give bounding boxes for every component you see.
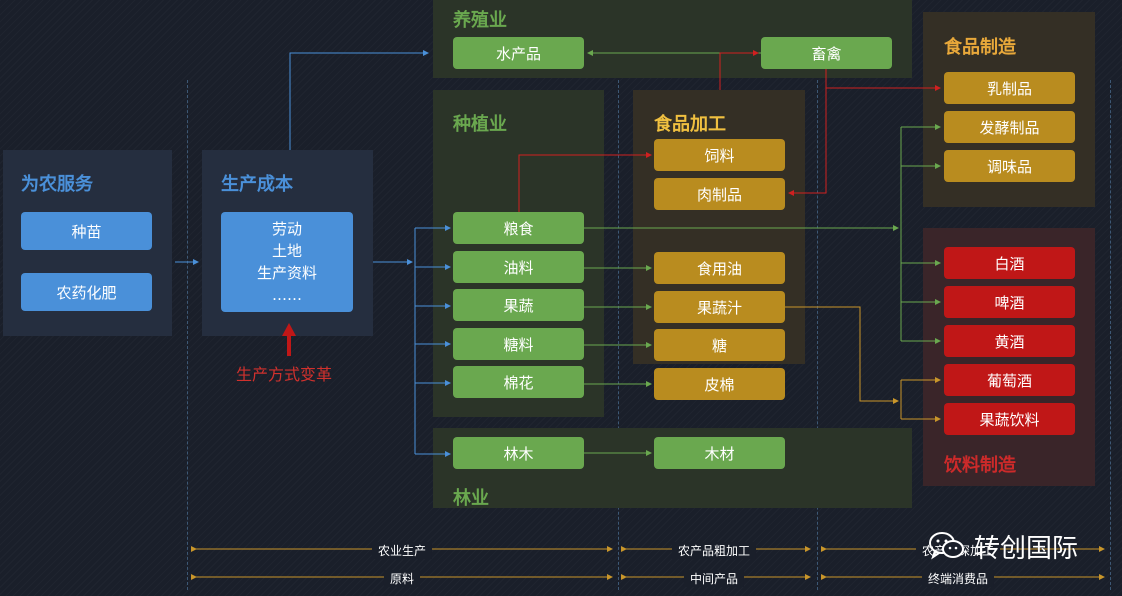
processing-item-feed: 饲料 [654,139,785,171]
processing-item-meat: 肉制品 [654,178,785,210]
processing-item-juice: 果蔬汁 [654,291,785,323]
breeding-title: 养殖业 [453,10,507,31]
forestry-title: 林业 [453,488,489,509]
planting-title: 种植业 [453,114,507,135]
beverage-item-huangjiu: 黄酒 [944,325,1075,357]
cost-line-labor: 劳动 [271,220,302,238]
planting-item-cotton: 棉花 [453,366,584,398]
service-title: 为农服务 [21,174,93,195]
beverage-item-juice-drink: 果蔬饮料 [944,403,1075,435]
divider-4 [1110,80,1111,590]
planting-item-fruit-veg: 果蔬 [453,289,584,321]
beverage-item-wine: 葡萄酒 [944,364,1075,396]
planting-item-grain: 粮食 [453,212,584,244]
axis-stage-agri-production: 农业生产 [371,542,433,559]
axis-stage-end-consumer: 终端消费品 [921,570,995,587]
divider-3 [817,80,818,590]
processing-item-edible-oil: 食用油 [654,252,785,284]
food-item-condiment: 调味品 [944,150,1075,182]
beverage-item-beer: 啤酒 [944,286,1075,318]
beverage-manufacturing-title: 饮料制造 [944,455,1016,476]
axis-stage-intermediate: 中间产品 [683,570,745,587]
cost-box: 劳动 土地 生产资料 …… [221,212,353,312]
processing-item-lint: 皮棉 [654,368,785,400]
divider-2 [618,80,619,590]
watermark: 转创国际 [928,524,1078,568]
breeding-item-aquatic: 水产品 [453,37,584,69]
planting-item-oilseed: 油料 [453,251,584,283]
food-manufacturing-title: 食品制造 [944,37,1016,58]
axis-stage-primary-processing: 农产品粗加工 [671,542,757,559]
divider-1 [187,80,188,590]
breeding-item-livestock: 畜禽 [761,37,892,69]
wechat-icon [929,532,964,560]
cost-line-materials: 生产资料 [256,264,317,282]
processing-item-sugar: 糖 [654,329,785,361]
axis-stage-raw-material: 原料 [383,570,421,587]
beverage-item-baijiu: 白酒 [944,247,1075,279]
cost-line-land: 土地 [271,242,302,260]
planting-item-sugar-crop: 糖料 [453,328,584,360]
watermark-text: 转创国际 [974,533,1079,564]
processing-item-lumber: 木材 [654,437,785,469]
food-item-fermented: 发酵制品 [944,111,1075,143]
cost-caption: 生产方式变革 [236,365,333,384]
service-item-fertilizer: 农药化肥 [21,273,152,311]
processing-title: 食品加工 [654,114,726,135]
service-item-seedling: 种苗 [21,212,152,250]
cost-title: 生产成本 [221,174,293,195]
food-item-dairy: 乳制品 [944,72,1075,104]
cost-line-ellipsis: …… [272,286,302,304]
forestry-item-timber-tree: 林木 [453,437,584,469]
